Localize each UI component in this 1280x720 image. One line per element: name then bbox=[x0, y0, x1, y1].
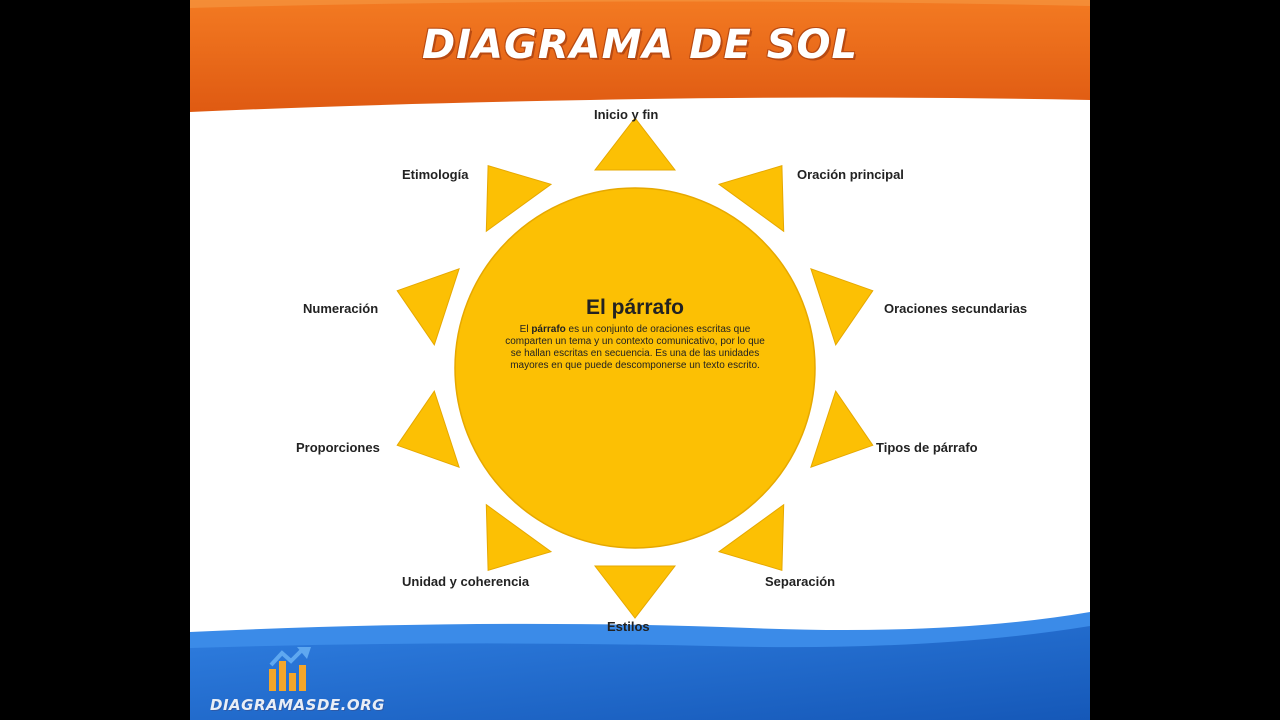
footer-wave bbox=[190, 626, 1090, 720]
page-title: DIAGRAMA DE SOL bbox=[421, 22, 859, 68]
ray-label-unidad-y-coherencia: Unidad y coherencia bbox=[402, 574, 530, 589]
sun-ray-9 bbox=[485, 165, 553, 233]
sun bbox=[396, 117, 874, 619]
header-band bbox=[190, 0, 1090, 112]
sun-ray-3 bbox=[810, 389, 874, 469]
sun-ray-0 bbox=[593, 117, 677, 171]
ray-label-numeracion: Numeración bbox=[303, 301, 379, 316]
ray-label-proporciones: Proporciones bbox=[296, 440, 380, 455]
sun-ray-7 bbox=[396, 389, 460, 469]
center-body-prefix: El bbox=[519, 324, 532, 335]
center-description: El párrafo es un conjunto de oraciones e… bbox=[505, 324, 765, 372]
ray-label-tipos-de-parrafo: Tipos de párrafo bbox=[876, 440, 978, 455]
center-title: El párrafo bbox=[585, 296, 685, 319]
ray-label-separacion: Separación bbox=[765, 574, 836, 589]
ray-label-estilos: Estilos bbox=[607, 619, 650, 634]
sun-ray-4 bbox=[717, 503, 785, 571]
ray-label-etimologia: Etimología bbox=[402, 167, 469, 182]
ray-label-inicio-y-fin: Inicio y fin bbox=[594, 107, 659, 122]
sun-ray-8 bbox=[396, 267, 460, 347]
header-accent bbox=[190, 0, 1090, 8]
footer-brand: DIAGRAMASDE.ORG bbox=[210, 696, 385, 714]
diagramasde-logo-icon bbox=[269, 647, 311, 691]
sun-ray-2 bbox=[810, 267, 874, 347]
center-body-rest: es un conjunto de oraciones escritas que… bbox=[505, 324, 765, 371]
background bbox=[190, 0, 1090, 720]
sun-ray-1 bbox=[717, 165, 785, 233]
sun-center-circle bbox=[454, 187, 816, 549]
sun-ray-5 bbox=[593, 565, 677, 619]
ray-label-oraciones-secundarias: Oraciones secundarias bbox=[884, 301, 1028, 316]
center-body-bold: párrafo bbox=[531, 324, 566, 335]
slide: DIAGRAMA DE SOL El párrafo El párrafo es… bbox=[190, 0, 1090, 720]
ray-label-oracion-principal: Oración principal bbox=[797, 167, 904, 182]
sun-ray-6 bbox=[485, 503, 553, 571]
